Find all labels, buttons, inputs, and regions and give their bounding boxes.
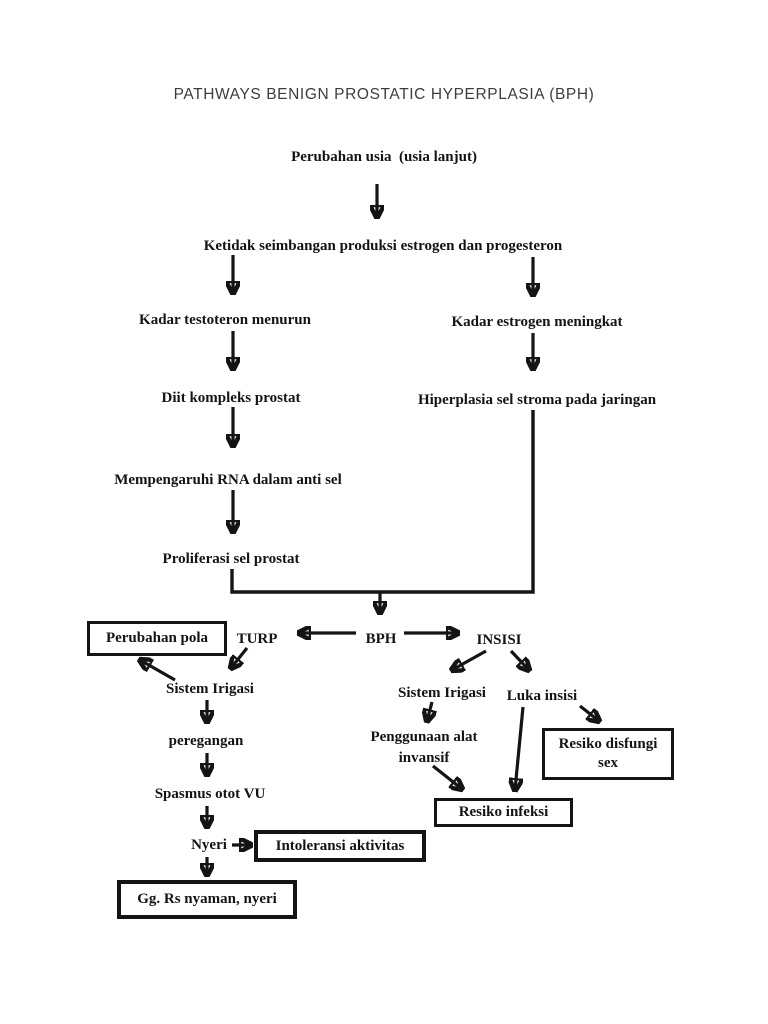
box-gg-rs-nyaman-label: Gg. Rs nyaman, nyeri	[137, 891, 277, 907]
box-intoleransi-aktivitas-label: Intoleransi aktivitas	[275, 837, 405, 854]
node-hiperplasia: Hiperplasia sel stroma pada jaringan	[417, 392, 657, 408]
node-insisi: INSISI	[476, 632, 522, 648]
arrow-sistem-irigasi-to-perubahan-pola	[140, 660, 176, 682]
arrow-turp-to-sistem-irigasi-kiri	[231, 647, 249, 668]
box-resiko-disfungi-line1: Resiko disfungi	[558, 736, 658, 752]
box-perubahan-pola: Perubahan pola	[87, 621, 227, 656]
node-proliferasi: Proliferasi sel prostat	[162, 551, 300, 567]
box-resiko-disfungi-sex: Resiko disfungi sex	[542, 728, 674, 780]
box-perubahan-pola-label: Perubahan pola	[105, 630, 209, 646]
node-turp: TURP	[236, 631, 278, 647]
node-penggunaan-alat-line1: Penggunaan alat	[370, 729, 478, 745]
node-perubahan-usia: Perubahan usia (usia lanjut)	[291, 149, 477, 165]
node-kadar-estrogen: Kadar estrogen meningkat	[451, 314, 623, 330]
box-resiko-infeksi: Resiko infeksi	[434, 798, 573, 827]
node-penggunaan-alat-line2: invansif	[398, 750, 450, 766]
node-nyeri: Nyeri	[191, 837, 227, 853]
node-luka-insisi: Luka insisi	[506, 688, 578, 704]
page-title: PATHWAYS BENIGN PROSTATIC HYPERPLASIA (B…	[173, 86, 595, 103]
box-intoleransi-aktivitas: Intoleransi aktivitas	[254, 830, 426, 862]
node-sistem-irigasi-kiri: Sistem Irigasi	[166, 681, 254, 697]
arrow-sistem-irigasi-kanan-to-penggunaan	[427, 701, 432, 721]
node-bph: BPH	[365, 631, 397, 647]
node-spasmus-otot-vu: Spasmus otot VU	[154, 786, 266, 802]
arrow-penggunaan-to-resiko-infeksi	[432, 764, 462, 789]
node-mempengaruhi-rna: Mempengaruhi RNA dalam anti sel	[114, 472, 342, 488]
box-resiko-infeksi-label: Resiko infeksi	[458, 804, 549, 820]
node-diit-kompleks: Diit kompleks prostat	[161, 390, 301, 406]
box-gg-rs-nyaman: Gg. Rs nyaman, nyeri	[117, 880, 297, 919]
arrow-insisi-to-sistem-irigasi-kanan	[452, 649, 487, 670]
arrow-luka-insisi-to-resiko-infeksi	[515, 706, 525, 790]
node-penggunaan-alat: Penggunaan alat invansif	[370, 727, 477, 769]
arrow-insisi-to-luka-insisi	[509, 649, 529, 670]
node-kadar-testoteron: Kadar testoteron menurun	[139, 312, 311, 328]
box-resiko-disfungi-line2: sex	[598, 755, 618, 771]
node-ketidak-seimbangan: Ketidak seimbangan produksi estrogen dan…	[203, 238, 563, 254]
arrow-luka-insisi-to-resiko-disfungi	[579, 704, 599, 721]
node-peregangan: peregangan	[168, 733, 244, 749]
node-sistem-irigasi-kanan: Sistem Irigasi	[398, 685, 486, 701]
